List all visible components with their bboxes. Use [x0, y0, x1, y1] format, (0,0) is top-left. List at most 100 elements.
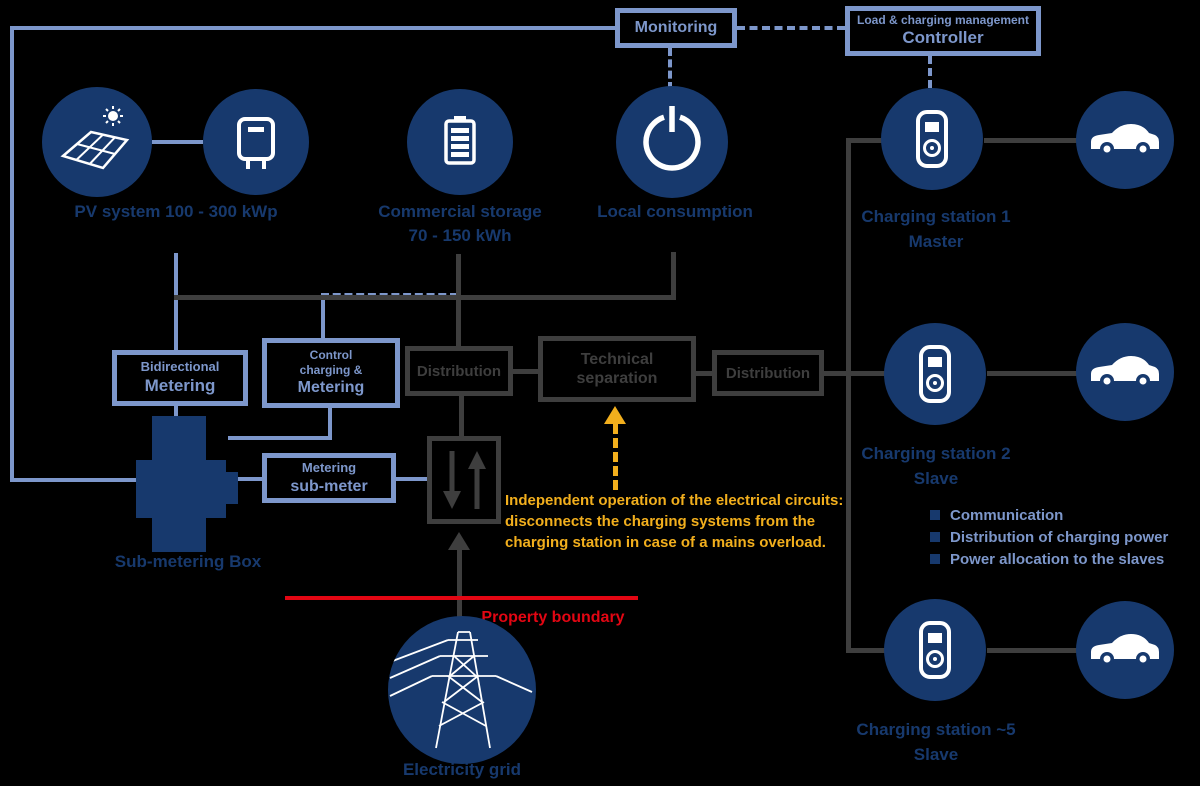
- list-item: Distribution of charging power: [930, 528, 1168, 547]
- station2-label-line2: Slave: [913, 469, 959, 488]
- monitoring-label: Monitoring: [634, 19, 718, 37]
- submeter-box: Metering sub-meter: [262, 453, 396, 503]
- storage-circle: [407, 89, 513, 195]
- pv-meter-link-lower: [174, 406, 178, 424]
- control-metering-box: Control charging & Metering: [262, 338, 400, 408]
- submeter-line2: sub-meter: [290, 477, 368, 495]
- up-down-arrows-icon: [443, 451, 486, 509]
- bidirectional-line2: Metering: [144, 376, 216, 396]
- pv-panel-icon: [60, 106, 130, 170]
- distribution-left-box: Distribution: [405, 346, 513, 396]
- control-line2: charging &: [299, 363, 363, 378]
- battery-icon: [444, 116, 476, 165]
- cabinet-label: Sub-metering Box: [114, 552, 262, 571]
- station3-car-link: [987, 648, 1077, 653]
- trunk-station3-stub: [846, 648, 886, 653]
- controller-box: Load & charging management Controller: [845, 6, 1041, 56]
- grid-circle: [388, 616, 536, 764]
- station2-circle: [884, 323, 986, 425]
- consumption-circle: [616, 86, 728, 198]
- charging-station-icon: [919, 621, 951, 679]
- rail-bottom-line: [10, 478, 142, 482]
- bullet-icon: [930, 532, 940, 542]
- transfer-switch-box: [427, 436, 501, 524]
- cabinet-submeter-link: [228, 477, 262, 481]
- station3-circle: [884, 599, 986, 701]
- control-cabinet-link-h: [228, 436, 332, 440]
- distribution-right-label: Distribution: [725, 364, 811, 382]
- control-line3: Metering: [297, 379, 365, 397]
- car-icon: [1091, 356, 1159, 388]
- controller-line1: Load & charging management: [856, 13, 1030, 28]
- bidirectional-line1: Bidirectional: [140, 359, 220, 375]
- rail-left-line: [10, 26, 14, 482]
- inverter-icon: [237, 117, 275, 169]
- consumption-label: Local consumption: [597, 202, 753, 221]
- submeter-line1: Metering: [301, 459, 357, 475]
- property-boundary-label: Property boundary: [481, 609, 625, 626]
- list-item: Power allocation to the slaves: [930, 550, 1168, 569]
- separation-line2: separation: [576, 370, 658, 387]
- controller-station-link: [928, 56, 932, 88]
- charging-trunk: [846, 138, 851, 652]
- storage-control-link: [321, 297, 325, 338]
- power-bus: [174, 295, 676, 300]
- station1-car-link: [984, 138, 1077, 143]
- property-boundary-line: [285, 596, 638, 600]
- car3-circle: [1076, 601, 1174, 699]
- note-line2: disconnects the charging systems from th…: [505, 513, 816, 530]
- separation-line1: Technical: [580, 350, 654, 368]
- note-line3: charging station in case of a mains over…: [505, 534, 826, 551]
- bullet-icon: [930, 554, 940, 564]
- station1-label-line2: Master: [908, 232, 964, 251]
- pv-label: PV system 100 - 300 kWp: [74, 202, 278, 221]
- inverter-circle: [203, 89, 309, 195]
- station1-circle: [881, 88, 983, 190]
- sub-metering-cabinet-icon: [136, 416, 238, 552]
- station1-label-line1: Charging station 1: [861, 207, 1011, 226]
- rail-top-line: [10, 26, 617, 30]
- station3-label-line1: Charging station ~5: [856, 720, 1016, 739]
- grid-label: Electricity grid: [402, 760, 522, 779]
- dist-separation-link: [512, 369, 540, 374]
- list-item: Communication: [930, 506, 1168, 525]
- power-button-icon: [643, 106, 701, 171]
- car2-circle: [1076, 323, 1174, 421]
- master-functions-list: Communication Distribution of charging p…: [930, 506, 1168, 569]
- station2-car-link: [987, 371, 1077, 376]
- controller-line2: Controller: [902, 28, 984, 48]
- car-icon: [1091, 124, 1159, 156]
- submeter-switch-link: [396, 477, 428, 481]
- master-function-label: Distribution of charging power: [950, 529, 1169, 546]
- control-cabinet-link-v: [328, 408, 332, 440]
- separation-dist-link: [694, 371, 714, 376]
- trunk-station1-stub: [846, 138, 884, 143]
- car1-circle: [1076, 91, 1174, 189]
- storage-bus-link: [456, 254, 461, 346]
- station3-label-line2: Slave: [913, 745, 959, 764]
- storage-label-line1: Commercial storage: [378, 202, 542, 221]
- distribution-right-box: Distribution: [712, 350, 824, 396]
- distribution-left-label: Distribution: [416, 362, 502, 380]
- pv-circle: [42, 87, 152, 197]
- pv-meter-link-upper: [174, 253, 178, 350]
- dist-trunk-link: [823, 371, 886, 376]
- master-function-label: Communication: [950, 507, 1064, 524]
- monitoring-consumption-link: [668, 48, 672, 90]
- station2-label-line1: Charging station 2: [861, 444, 1011, 463]
- note-arrowhead: [604, 406, 626, 424]
- note-arrow-line: [613, 424, 618, 490]
- master-function-label: Power allocation to the slaves: [950, 551, 1165, 568]
- storage-label-line2: 70 - 150 kWh: [408, 226, 512, 245]
- charging-station-icon: [916, 110, 948, 168]
- note-line1: Independent operation of the electrical …: [505, 492, 844, 509]
- grid-feed-line: [457, 550, 462, 620]
- car-icon: [1091, 634, 1159, 666]
- transmission-tower-icon: [389, 631, 533, 749]
- bullet-icon: [930, 510, 940, 520]
- dist-switch-link: [459, 396, 464, 436]
- control-line1: Control: [309, 348, 353, 363]
- monitoring-controller-link: [737, 26, 845, 30]
- technical-separation-box: Technical separation: [538, 336, 696, 402]
